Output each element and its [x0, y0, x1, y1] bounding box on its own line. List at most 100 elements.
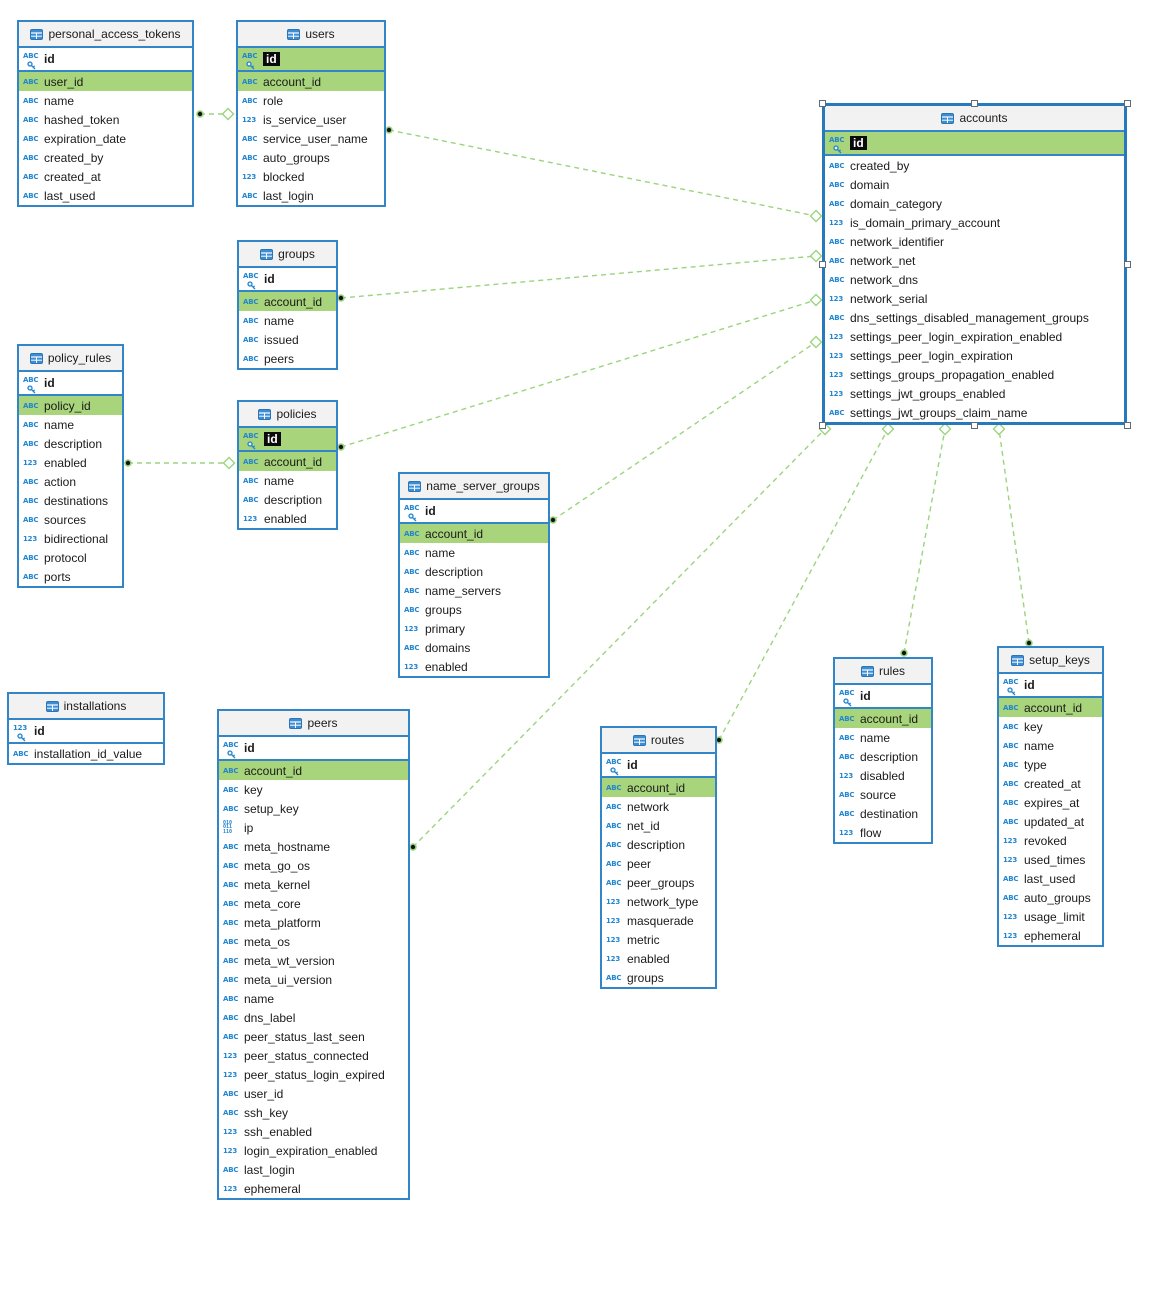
relationship-routes-accounts[interactable]	[715, 422, 895, 744]
relationship-personal_access_tokens-users[interactable]	[196, 107, 235, 121]
entity-header[interactable]: name_server_groups	[400, 474, 548, 500]
relationship-users-accounts[interactable]	[385, 126, 823, 223]
relationship-name_server_groups-accounts[interactable]	[549, 335, 823, 524]
entity-header[interactable]: accounts	[825, 106, 1124, 132]
relationship-setup_keys-accounts[interactable]	[992, 422, 1033, 647]
relationship-policies-accounts[interactable]	[337, 293, 823, 451]
entity-header[interactable]: personal_access_tokens	[19, 22, 192, 48]
relationship-rules-accounts[interactable]	[900, 422, 952, 657]
entity-header[interactable]: users	[238, 22, 384, 48]
entity-header[interactable]: policy_rules	[19, 346, 122, 372]
entity-header[interactable]: routes	[602, 728, 715, 754]
relationship-policy_rules-policies[interactable]	[124, 456, 236, 470]
selection-handle[interactable]	[971, 99, 978, 107]
relationship-groups-accounts[interactable]	[337, 249, 823, 302]
entity-header[interactable]: setup_keys	[999, 648, 1102, 674]
entity-header[interactable]: installations	[9, 694, 163, 720]
